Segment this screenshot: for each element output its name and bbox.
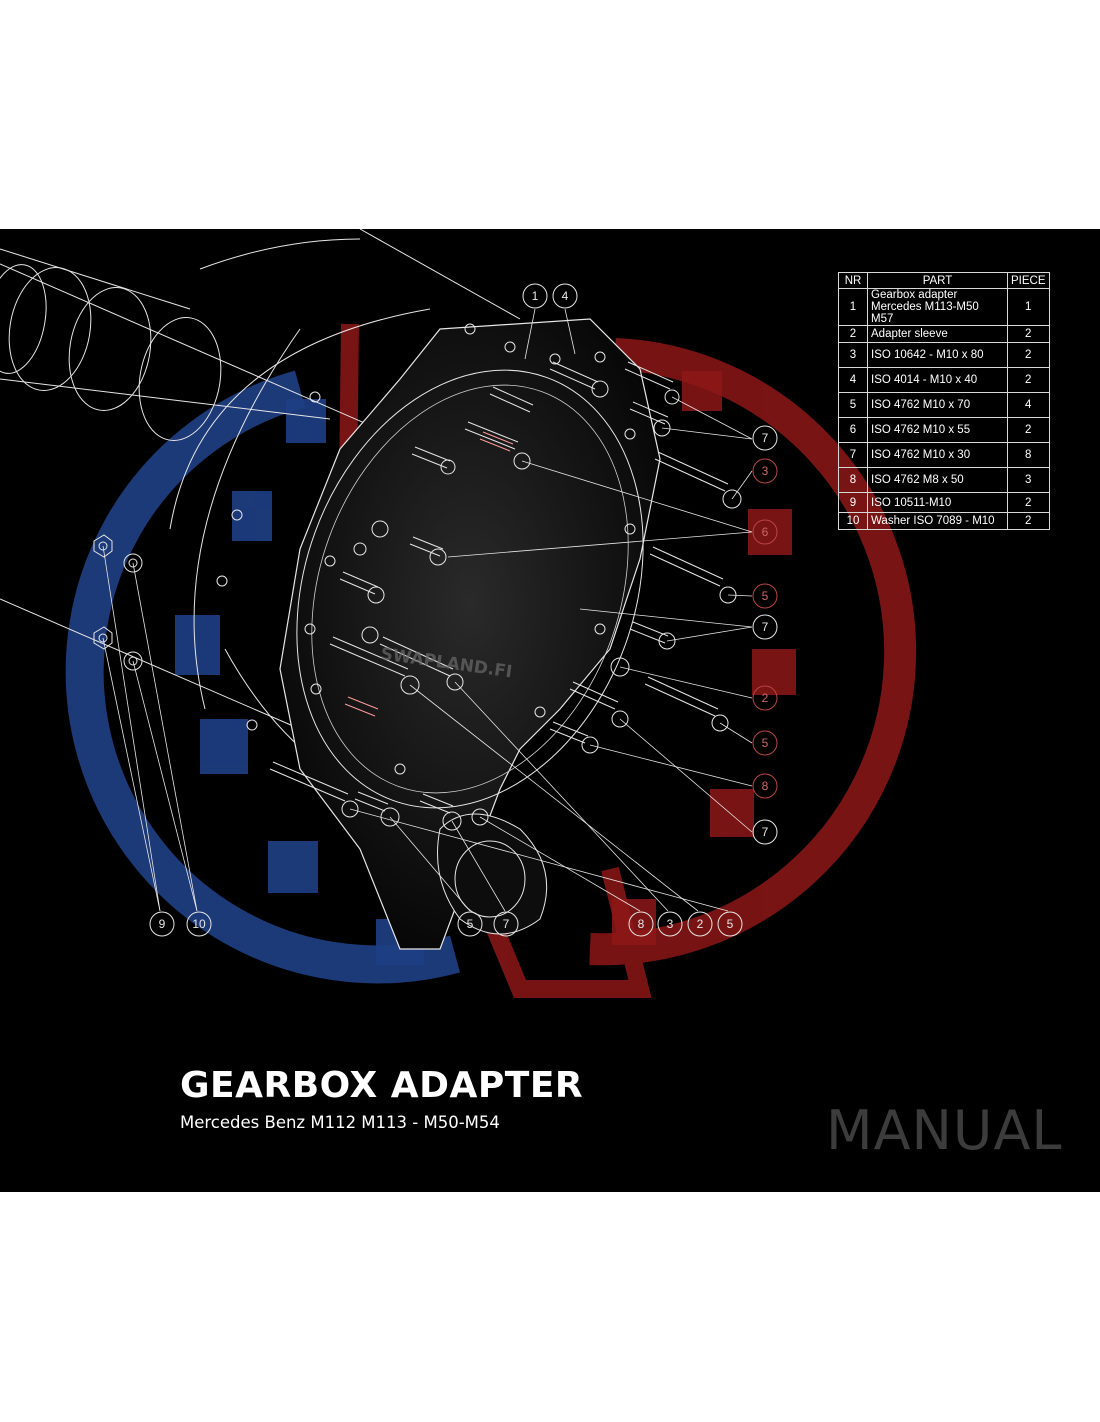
- cell-part: ISO 4762 M10 x 70: [867, 392, 1008, 418]
- cell-nr: 5: [838, 392, 868, 418]
- callout: 10: [186, 911, 212, 937]
- cell-piece: 3: [1007, 467, 1050, 493]
- cell-piece: 2: [1007, 325, 1050, 343]
- callout: 5: [457, 911, 483, 937]
- nuts-and-washers: [93, 534, 143, 671]
- header-piece: PIECE: [1007, 272, 1050, 289]
- svg-text:8: 8: [762, 779, 769, 793]
- svg-text:7: 7: [762, 620, 769, 634]
- svg-text:8: 8: [638, 917, 645, 931]
- svg-text:9: 9: [159, 917, 166, 931]
- svg-text:3: 3: [667, 917, 674, 931]
- cell-nr: 7: [838, 442, 868, 468]
- callout: 7: [493, 911, 519, 937]
- cell-nr: 3: [838, 342, 868, 368]
- cell-nr: 4: [838, 367, 868, 393]
- callout: 3: [657, 911, 683, 937]
- cell-piece: 2: [1007, 512, 1050, 530]
- gear-logo-blue-half: [65, 370, 460, 984]
- exploded-view-drawing: SWAPLAND.FI 1 4 7 3 6 5 7 2 5 8 7 9 10 5…: [0, 229, 917, 998]
- callout: 5: [717, 911, 743, 937]
- cell-nr: 2: [838, 325, 868, 343]
- drawing-sheet: SWAPLAND.FI 1 4 7 3 6 5 7 2 5 8 7 9 10 5…: [0, 229, 1100, 1192]
- svg-text:10: 10: [192, 917, 206, 931]
- callout: 7: [752, 819, 778, 845]
- svg-text:5: 5: [762, 589, 769, 603]
- callout: 1: [522, 283, 548, 309]
- document-title: GEARBOX ADAPTER: [180, 1065, 584, 1106]
- gear-logo-red-teeth: [612, 371, 796, 945]
- cell-piece: 8: [1007, 442, 1050, 468]
- svg-text:3: 3: [762, 464, 769, 478]
- adapter-plate: [279, 318, 661, 950]
- cell-piece: 2: [1007, 367, 1050, 393]
- document-subtitle: Mercedes Benz M112 M113 - M50-M54: [180, 1113, 500, 1132]
- callout: 8: [628, 911, 654, 937]
- svg-text:2: 2: [697, 917, 704, 931]
- svg-text:7: 7: [762, 825, 769, 839]
- cell-part: ISO 10642 - M10 x 80: [867, 342, 1008, 368]
- callout: 2: [752, 685, 778, 711]
- callout: 5: [752, 583, 778, 609]
- cell-part: ISO 4014 - M10 x 40: [867, 367, 1008, 393]
- bolts: [269, 361, 742, 831]
- leader-lines: [102, 308, 753, 912]
- cell-piece: 2: [1007, 492, 1050, 513]
- cell-nr: 10: [838, 512, 868, 530]
- cell-nr: 6: [838, 417, 868, 443]
- callout: 7: [752, 425, 778, 451]
- callouts: 1 4 7 3 6 5 7 2 5 8 7 9 10 5 7 8 3 2 5: [149, 283, 778, 937]
- cell-part: Adapter sleeve: [867, 325, 1008, 343]
- cell-part: Washer ISO 7089 - M10: [867, 512, 1008, 530]
- svg-text:5: 5: [467, 917, 474, 931]
- cell-part: ISO 4762 M8 x 50: [867, 467, 1008, 493]
- parts-table-header-row: NR PART PIECE: [838, 272, 1050, 289]
- svg-text:7: 7: [503, 917, 510, 931]
- svg-text:5: 5: [762, 736, 769, 750]
- manual-badge: MANUAL: [826, 1099, 1063, 1162]
- callout: 2: [687, 911, 713, 937]
- cell-part: Gearbox adapter Mercedes M113-M50 M57: [867, 288, 1008, 326]
- svg-text:6: 6: [762, 525, 769, 539]
- svg-text:2: 2: [762, 691, 769, 705]
- callout: 4: [552, 283, 578, 309]
- cell-piece: 4: [1007, 392, 1050, 418]
- cell-piece: 1: [1007, 288, 1050, 326]
- cell-part: ISO 4762 M10 x 30: [867, 442, 1008, 468]
- header-part: PART: [867, 272, 1008, 289]
- cell-piece: 2: [1007, 417, 1050, 443]
- cell-nr: 1: [838, 288, 868, 326]
- cell-nr: 9: [838, 492, 868, 513]
- cell-nr: 8: [838, 467, 868, 493]
- svg-text:4: 4: [562, 289, 569, 303]
- engine-block-outline: [0, 229, 521, 790]
- callout: 7: [752, 614, 778, 640]
- callout: 3: [752, 458, 778, 484]
- callout: 9: [149, 911, 175, 937]
- cell-part: ISO 4762 M10 x 55: [867, 417, 1008, 443]
- svg-text:1: 1: [532, 289, 539, 303]
- cell-piece: 2: [1007, 342, 1050, 368]
- header-nr: NR: [838, 272, 868, 289]
- svg-text:5: 5: [727, 917, 734, 931]
- cell-part: ISO 10511-M10: [867, 492, 1008, 513]
- callout: 5: [752, 730, 778, 756]
- callout: 6: [752, 519, 778, 545]
- svg-text:7: 7: [762, 431, 769, 445]
- plate-holes: [216, 323, 636, 775]
- callout: 8: [752, 773, 778, 799]
